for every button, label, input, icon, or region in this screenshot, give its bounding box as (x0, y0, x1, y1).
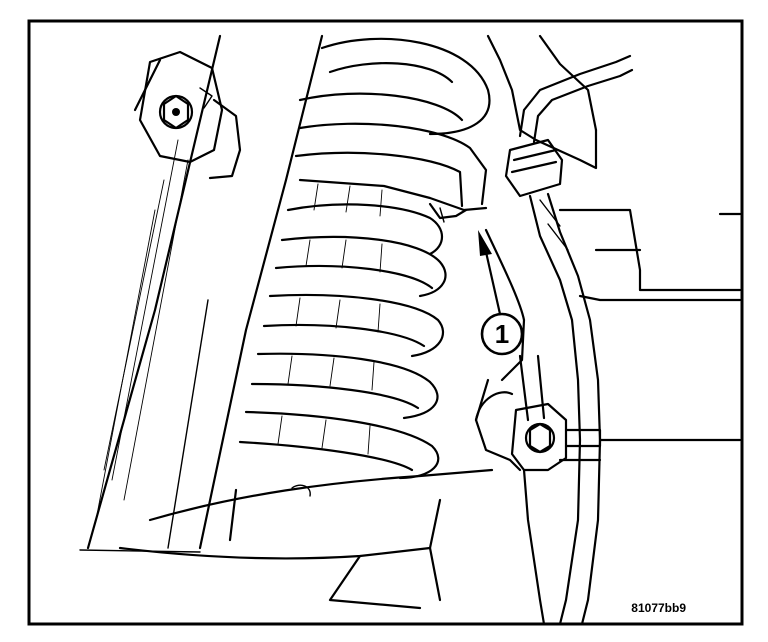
brake-line (504, 54, 634, 626)
lower-control-arm (79, 468, 494, 610)
figure-id: 81077bb9 (631, 601, 686, 615)
frame-border (27, 19, 744, 626)
shock-strut (86, 34, 324, 550)
callout-label: 1 (495, 319, 509, 349)
steering-knuckle (474, 34, 742, 472)
illustration: 1 (79, 34, 742, 626)
callout-1: 1 (478, 230, 524, 356)
coil-spring (238, 37, 491, 480)
sway-bar-link (510, 354, 602, 626)
